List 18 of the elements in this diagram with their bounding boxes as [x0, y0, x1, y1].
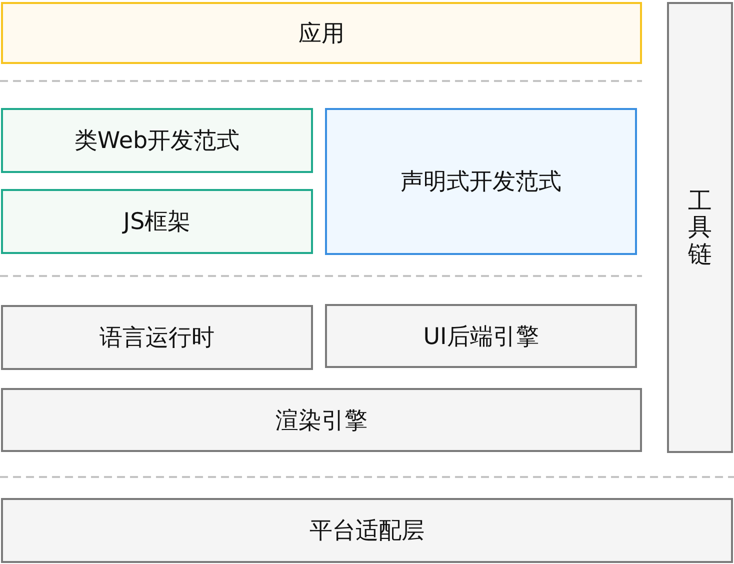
layer-label: JS框架 [123, 208, 191, 237]
engine-layer [1, 388, 642, 452]
layer-label: 应用 [298, 20, 344, 48]
layer-label: 工具链 [688, 188, 712, 268]
layer-label: 平台适配层 [310, 517, 424, 546]
platform-layer [1, 498, 733, 563]
framework-box [1, 189, 313, 254]
layer-label: 声明式开发范式 [400, 168, 562, 197]
framework-box [325, 108, 637, 255]
layer-label: 渲染引擎 [276, 406, 368, 436]
engine-box [325, 304, 637, 368]
layer-label: 语言运行时 [100, 324, 214, 353]
framework-box [1, 108, 313, 173]
runtime-box [1, 305, 313, 370]
layer-label: 类Web开发范式 [74, 127, 240, 156]
toolchain-panel [667, 2, 733, 453]
layer-label: UI后端引擎 [423, 322, 539, 352]
application-layer [1, 2, 642, 64]
